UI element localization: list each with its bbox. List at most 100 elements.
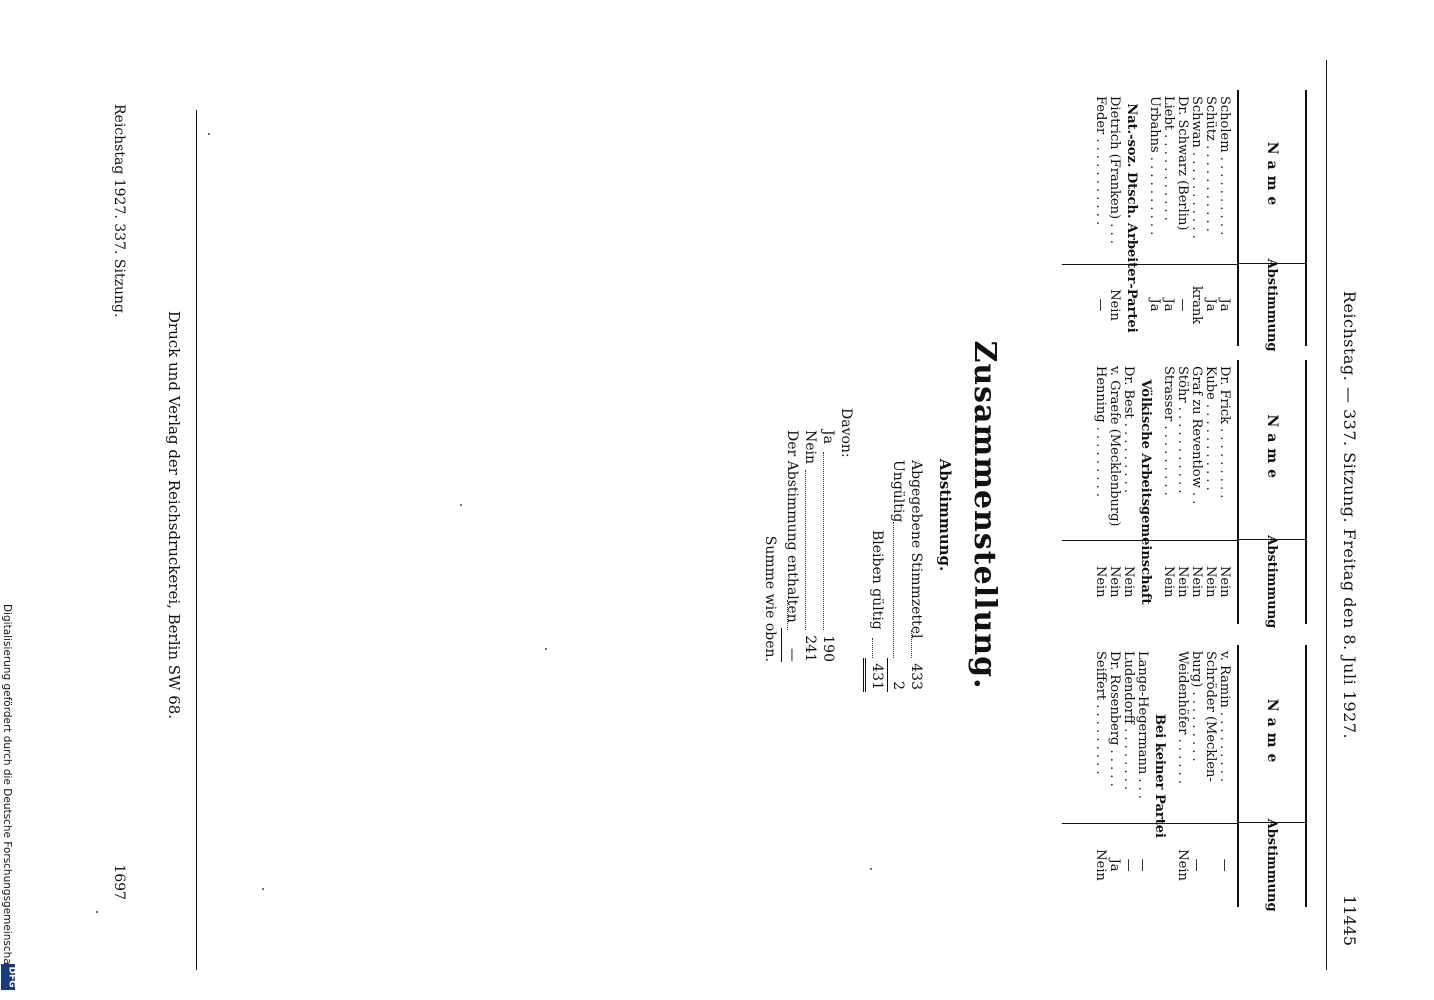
table-row: Kube . . . . . . . . . . .Nein [1203,360,1218,624]
member-name: Feder . . . . . . . . . . . [1093,96,1107,226]
table-row: Dr. Best . . . . . . . . . Nein [1121,360,1136,624]
table-row: v. Graefe (Mecklenburg)Nein [1107,360,1122,624]
member-name: Ludendorff . . . . . . . . [1121,651,1135,791]
summary-line-enthalten: Der Abstimmung enthalten — [783,430,800,662]
member-name: v. Graefe (Mecklenburg) [1107,366,1121,527]
table-row: Ludendorff . . . . . . . . — [1121,645,1136,907]
member-vote [1203,823,1217,907]
summary-line-gueltig: Bleiben gültig 431 [868,530,885,690]
vote-table-2: Name Abstimmung Dr. Frick . . . . . . . … [1030,360,1307,629]
party-heading: Völkische Arbeitsgemeinschaft [1138,379,1153,605]
member-vote: — [1121,858,1136,872]
member-name: Schwan . . . . . . . . . . . [1189,96,1203,239]
member-name: Weidenhöfer . . . . . . [1175,651,1189,785]
scan-speck [870,868,872,870]
summary-label: Davon: [838,408,854,458]
footer-left-text: Reichstag 1927. 337. Sitzung. [111,104,127,318]
column-header-name: Name [1239,360,1305,540]
table-row: Lange-Hegermann . . .— [1135,645,1150,907]
table-row: v. Ramin . . . . . . . . .— [1217,645,1232,907]
member-vote: Nein [1175,849,1190,881]
dot-leader [787,600,788,630]
table-header: Name Abstimmung [1237,360,1305,629]
summary-line-davon: Davon: [837,408,854,488]
member-name: Urbahns . . . . . . . . . . [1147,96,1161,236]
dot-leader [911,630,912,658]
summary-value: 431 [869,663,885,690]
dot-leader [823,452,824,630]
member-name: Dr. Best . . . . . . . . . [1121,366,1135,493]
column-header-name: Name [1239,645,1305,824]
party-heading: Bei keiner Partei [1152,714,1167,838]
member-name: Stöhr . . . . . . . . . . . [1175,366,1189,494]
summary-line-ja: Ja 190 [819,430,836,662]
total-rule [863,658,866,692]
sum-rule [781,628,782,662]
member-name: v. Ramin . . . . . . . . . [1217,651,1231,783]
summary-label: Ja [820,430,836,444]
scan-speck [262,888,264,890]
member-name: Scholem . . . . . . . . . . [1217,96,1231,236]
column-header-vote: Abstimmung [1264,535,1280,629]
column-header-name: Name [1239,90,1305,265]
member-vote: Ja [1147,298,1162,312]
summary-line-nein: Nein 241 [801,430,818,662]
dot-leader [893,522,894,658]
member-vote: Ja [1107,858,1122,872]
dfg-logo-icon: DFG [1,964,15,990]
table-header: Name Abstimmung [1237,645,1305,912]
page-footer: Druck und Verlag der Reichsdruckerei, Be… [87,60,197,970]
party-heading: Nat.-soz. Dtsch. Arbeiter-Partei [1124,103,1139,333]
summary-label: Summe wie oben. [762,535,778,662]
printer-imprint: Druck und Verlag der Reichsdruckerei, Be… [165,310,183,720]
member-vote: Nein [1093,849,1108,881]
table-row: Henning . . . . . . . . .Nein [1093,360,1108,624]
member-name: Liebt . . . . . . . . . . . [1161,96,1175,221]
scan-speck [96,911,98,913]
member-vote: Nein [1217,565,1232,598]
member-name: Graf zu Reventlow . . [1189,366,1203,505]
summary-label: Abgegebene Stimmzettel [908,460,924,639]
table-row: Schwan . . . . . . . . . . .krank [1189,90,1204,346]
page-header: Reichstag. — 337. Sitzung. Freitag den 8… [1326,60,1367,970]
summary-value: 241 [802,635,818,662]
summary-value: 2 [890,681,906,690]
scan-speck [545,648,547,650]
member-vote: — [1175,298,1190,312]
table-body: Dr. Frick . . . . . . . . .Nein Kube . .… [1032,360,1237,624]
member-vote: Nein [1121,565,1136,598]
vote-table-1: Name Abstimmung Scholem . . . . . . . . … [1030,90,1307,352]
digitization-watermark: Digitalisierung gefördert durch die Deut… [0,604,16,996]
summary-line-ungueltig: Ungültig 2 [889,460,906,690]
table-row: Feder . . . . . . . . . . . — [1093,90,1108,346]
page-number: 11445 [1340,895,1359,946]
member-name: Dietrich (Franken) . . . [1107,96,1121,244]
scan-speck [208,133,210,135]
table-row: Weidenhöfer . . . . . . Nein [1175,645,1190,907]
member-name: Seiffert . . . . . . . . . [1093,651,1107,775]
scan-speck [460,504,462,506]
summary-value: 190 [820,635,836,662]
summary-subtitle: Abstimmung. [936,458,954,572]
table-row: Dr. Frick . . . . . . . . .Nein [1217,360,1232,624]
summary-label: Ungültig [890,460,906,523]
column-divider [1062,539,1237,541]
table-row: Schütz . . . . . . . . . . .Ja [1203,90,1218,346]
member-vote: — [1093,298,1108,312]
member-vote: — [1189,858,1204,872]
member-vote: — [1135,858,1150,872]
footer-right-number: 1697 [111,864,127,900]
table-row: Scholem . . . . . . . . . .Ja [1217,90,1232,346]
table-row: Urbahns . . . . . . . . . . Ja [1147,90,1162,346]
summary-value: — [784,648,800,662]
vote-summary: Zusammenstellung. Abstimmung. Abgegebene… [702,60,1022,970]
table-row: Schröder (Mecklen- [1203,645,1217,907]
table-row: Liebt . . . . . . . . . . .Ja [1161,90,1176,346]
summary-line-summe: Summe wie oben. [761,536,778,662]
dot-leader [805,470,806,630]
member-name: Strasser . . . . . . . . . [1161,366,1175,496]
member-vote: Nein [1093,565,1108,598]
table-header: Name Abstimmung [1237,90,1305,352]
summary-line-abgegeben: Abgegebene Stimmzettel 433 [907,460,924,690]
watermark-text: Digitalisierung gefördert durch die Deut… [1,604,13,973]
